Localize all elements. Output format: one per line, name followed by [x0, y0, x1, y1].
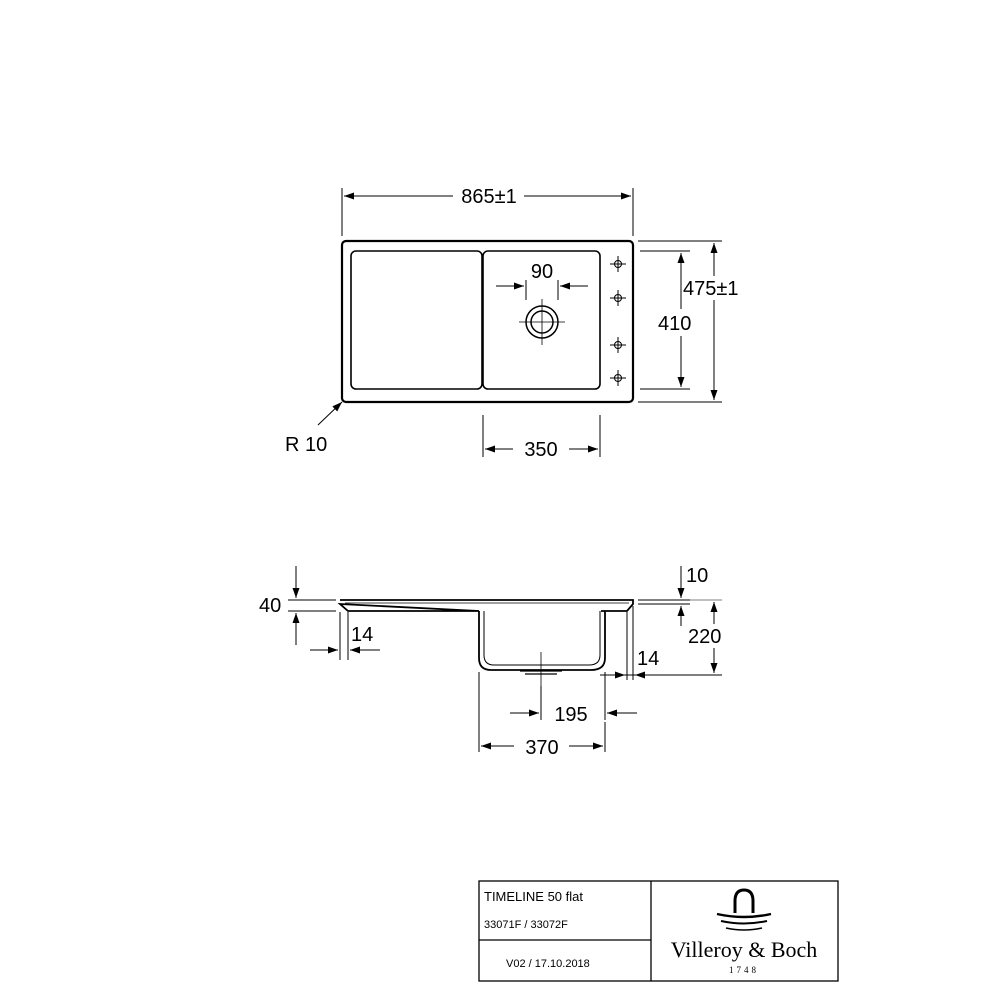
sink-outline — [340, 239, 635, 404]
label-bowl-depth: 220 — [688, 626, 721, 648]
drain-icon — [519, 299, 565, 345]
dim-overall-depth — [638, 240, 722, 403]
dim-bowl-width — [482, 415, 601, 457]
label-overall-depth: 475±1 — [683, 278, 738, 300]
label-overall-width: 865±1 — [461, 186, 516, 208]
brand-year: 1748 — [729, 965, 759, 975]
dim-rim-inset-left — [310, 612, 380, 660]
plan-view — [317, 188, 722, 457]
bowl-outline — [482, 250, 601, 390]
dim-inner-depth — [640, 250, 690, 390]
label-rim-height: 40 — [259, 595, 281, 617]
title-block: TIMELINE 50 flat 33071F / 33072F V02 / 1… — [478, 880, 839, 982]
section-bowl-outer — [478, 611, 606, 671]
label-bowl-outer-width: 370 — [525, 737, 558, 759]
drainer-area — [350, 250, 483, 390]
plan-view-labels: 865±1 90 475±1 410 350 R 10 — [285, 186, 738, 461]
tap-hole-icon — [610, 337, 626, 353]
product-name: TIMELINE 50 flat — [484, 889, 583, 904]
version-date: V02 / 17.10.2018 — [506, 958, 590, 970]
label-drain-dim: 90 — [531, 261, 553, 283]
label-top-thickness: 10 — [686, 565, 708, 587]
dim-drain-offset — [510, 672, 637, 720]
dim-bowl-depth — [612, 599, 722, 676]
section-view-labels: 40 14 10 220 14 195 370 — [259, 565, 721, 759]
dim-bowl-outer-width — [478, 672, 606, 752]
tap-hole-icon — [610, 256, 626, 272]
label-bowl-width: 350 — [524, 439, 557, 461]
section-top-slab — [337, 599, 634, 612]
label-rim-inset-right: 14 — [637, 648, 659, 670]
villeroy-boch-logo: Villeroy & Boch 1748 — [671, 888, 818, 975]
brand-name: Villeroy & Boch — [671, 937, 818, 962]
dim-top-thickness — [638, 566, 690, 626]
radius-leader — [317, 401, 343, 426]
dim-rim-height — [288, 566, 336, 645]
label-corner-radius: R 10 — [285, 434, 327, 456]
tap-hole-icon — [610, 370, 626, 386]
tap-hole-markers — [610, 256, 626, 386]
section-view — [288, 566, 722, 752]
dim-rim-inset-right — [600, 606, 660, 680]
section-bowl-inner — [483, 611, 601, 666]
label-drain-offset: 195 — [554, 704, 587, 726]
faucet-icon — [716, 888, 772, 931]
dim-overall-width — [341, 188, 634, 236]
dim-drain — [496, 280, 588, 300]
tap-hole-icon — [610, 290, 626, 306]
label-inner-depth: 410 — [658, 313, 691, 335]
label-rim-inset-left: 14 — [351, 624, 373, 646]
article-numbers: 33071F / 33072F — [484, 919, 568, 931]
